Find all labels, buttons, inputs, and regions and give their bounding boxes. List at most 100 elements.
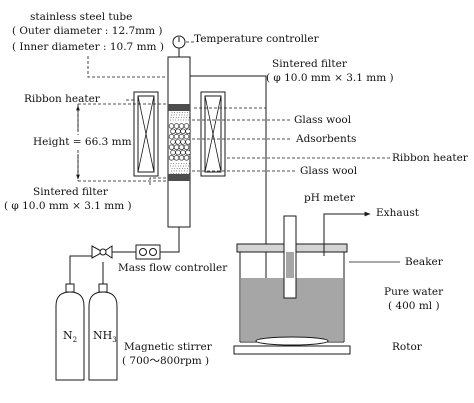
glass-wool-fiber <box>173 163 175 164</box>
glass-wool-fiber <box>186 117 188 118</box>
beaker-label: Beaker <box>405 256 443 268</box>
glass-wool-fiber <box>170 117 172 118</box>
glass-wool-fiber <box>181 112 183 113</box>
adsorbent-pellet <box>183 144 190 150</box>
glass-wool-fiber <box>186 170 188 172</box>
glass-wool-fiber <box>178 173 180 174</box>
glass-wool-fiber <box>170 173 172 174</box>
nh3-cylinder <box>88 283 118 381</box>
exhaust-label: Exhaust <box>376 207 419 219</box>
adsorbent-pellet <box>173 123 180 129</box>
glass-wool-fiber <box>171 112 173 113</box>
glass-wool-fiber <box>188 165 190 167</box>
glass-wool-fiber <box>183 173 185 174</box>
glass-wool-fiber <box>185 165 187 167</box>
ribbon-heater-right-label: Ribbon heater <box>392 152 468 164</box>
rotor-icon <box>255 336 329 346</box>
glass-wool-fiber <box>180 163 182 164</box>
glass-wool-fiber <box>184 114 185 116</box>
adsorbent-pellet <box>170 139 176 145</box>
glass-wool-bottom-label: Glass wool <box>300 165 358 177</box>
ph-meter-label: pH meter <box>304 192 355 204</box>
glass-wool-fiber <box>178 114 180 116</box>
glass-wool-fiber <box>181 170 183 172</box>
glass-wool-fiber <box>176 114 178 116</box>
ph-meter-probe <box>283 215 297 299</box>
adsorbent-pellet <box>178 144 185 150</box>
glass-wool-fiber <box>170 119 171 121</box>
glass-wool-fiber <box>178 163 180 164</box>
glass-wool-fiber <box>179 168 181 169</box>
adsorbent-pellet <box>168 133 175 140</box>
glass-wool-fiber <box>175 119 177 121</box>
glass-wool-fiber <box>172 165 174 167</box>
adsorbent-pellets <box>168 123 191 161</box>
pure-water-volume-label: ( 400 ml ) <box>388 300 440 312</box>
glass-wool-fiber <box>183 165 184 167</box>
glass-wool-fiber <box>180 173 182 174</box>
sintered-filter-bottom <box>168 174 190 181</box>
tube-title-label: stainless steel tube <box>30 11 133 23</box>
glass-wool-fiber <box>186 114 188 116</box>
adsorbent-pellet <box>175 128 181 135</box>
mass-flow-controller-label: Mass flow controller <box>118 262 228 274</box>
temperature-controller-label: Temperature controller <box>194 33 319 45</box>
outlet-line <box>190 75 269 323</box>
stirrer-speed-label: ( 700～800rpm ) <box>122 355 210 367</box>
glass-wool-fiber <box>187 112 189 113</box>
magnetic-stirrer <box>233 345 351 355</box>
glass-wool-fiber <box>178 170 180 172</box>
glass-wool-fiber <box>188 117 190 118</box>
adsorbent-pellet <box>185 149 191 156</box>
glass-wool-fiber <box>173 117 175 118</box>
glass-wool-fiber <box>174 168 176 169</box>
glass-wool-fiber <box>177 119 179 121</box>
height-label: Height = 66.3 mm <box>33 136 132 148</box>
glass-wool-fiber <box>184 168 186 169</box>
adsorbent-pellet <box>175 139 181 145</box>
sintered-filter-top-dim-label: ( φ 10.0 mm × 3.1 mm ) <box>266 72 394 84</box>
glass-wool-fiber <box>179 112 181 113</box>
ribbon-heater-left-label: Ribbon heater <box>24 93 100 105</box>
glass-wool-fiber <box>187 168 189 169</box>
glass-wool-fiber <box>181 168 183 169</box>
nh3-cylinder-label: NH3 <box>93 329 117 345</box>
ribbon-heater-left <box>133 91 159 177</box>
sintered-filter-bottom-label: Sintered filter <box>33 186 108 198</box>
glass-wool-fiber <box>176 170 178 172</box>
adsorbent-pellet <box>178 123 185 129</box>
glass-wool-fiber <box>176 112 178 113</box>
adsorbent-pellet <box>185 139 191 145</box>
rotor-label: Rotor <box>392 341 422 353</box>
adsorbent-pellet <box>170 149 176 156</box>
glass-wool-fiber <box>188 163 190 164</box>
glass-wool-fiber <box>171 168 173 169</box>
glass-wool-fiber <box>185 119 187 121</box>
glass-wool-fiber <box>183 163 185 164</box>
inner-diameter-label: ( Inner diameter : 10.7 mm ) <box>12 41 164 53</box>
adsorbent-pellet <box>175 149 181 156</box>
sintered-filter-bottom-dim-label: ( φ 10.0 mm × 3.1 mm ) <box>4 200 132 212</box>
adsorbents-label: Adsorbents <box>296 133 357 145</box>
n2-cylinder <box>55 283 85 381</box>
glass-wool-fiber <box>183 117 185 118</box>
n2-cylinder-label: N2 <box>63 329 78 345</box>
magnetic-stirrer-label: Magnetic stirrer <box>124 341 212 353</box>
glass-wool-fiber <box>189 170 191 172</box>
adsorbent-pellet <box>178 133 185 140</box>
glass-wool-fiber <box>175 117 177 118</box>
glass-wool-fiber <box>177 165 179 167</box>
sintered-filter-top <box>168 104 190 111</box>
glass-wool-fiber <box>181 114 183 116</box>
glass-wool-fiber <box>180 119 182 121</box>
glass-wool-fiber <box>171 114 172 116</box>
glass-wool-fiber <box>173 114 175 116</box>
adsorbent-pellet <box>180 139 186 145</box>
glass-wool-fiber <box>171 170 172 172</box>
adsorbent-pellet <box>173 155 180 161</box>
adsorbent-pellet <box>183 133 190 140</box>
mass-flow-controller-icon <box>135 244 161 260</box>
glass-wool-fiber <box>175 165 177 167</box>
